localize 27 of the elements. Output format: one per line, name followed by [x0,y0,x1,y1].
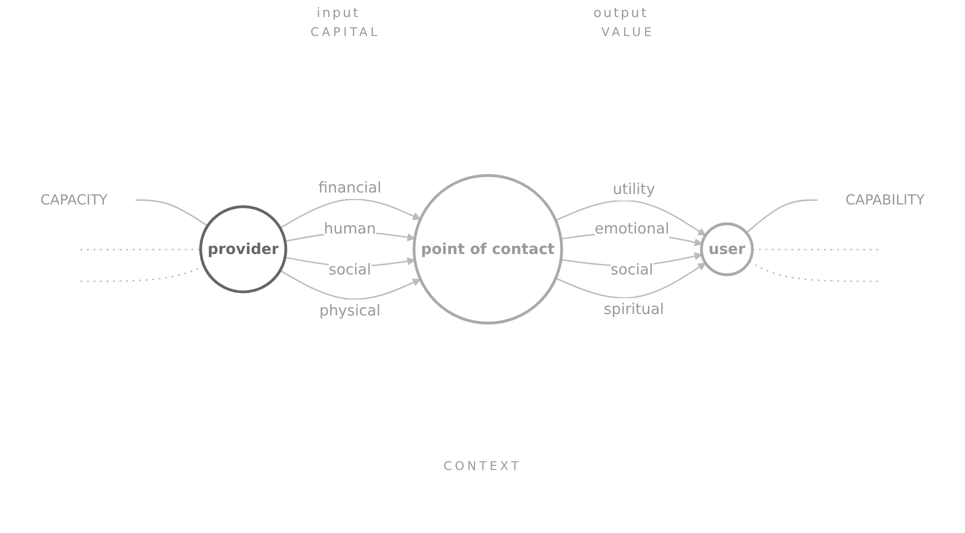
node-circle: point of contact [412,174,564,324]
arrow [555,262,706,298]
edge-label: utility [612,180,656,198]
arrow [555,200,706,236]
edge-label: spiritual [604,300,664,318]
edge-label: emotional [594,219,670,237]
node-circle: user [700,222,754,276]
panel-heading: CAPITAL [310,25,380,39]
arrow [280,198,421,228]
edge-label: human [324,219,376,237]
connector [80,248,201,250]
axis-heading: output [593,6,648,21]
edge-label: social [610,260,654,278]
edge-label: social [328,260,372,278]
arrow [280,270,421,300]
panel-heading: VALUE [601,25,654,39]
connector [748,260,879,282]
edge-label: physical [319,301,380,319]
connector [80,265,204,282]
region-label: CONTEXT [442,459,523,473]
node-circle: provider [199,205,288,293]
node-text: CAPACITY [40,191,108,208]
axis-heading: input [316,6,360,21]
connector [746,199,818,234]
edge-label: financial [318,178,382,196]
node-text: CAPABILITY [846,191,925,208]
connector [135,199,208,226]
